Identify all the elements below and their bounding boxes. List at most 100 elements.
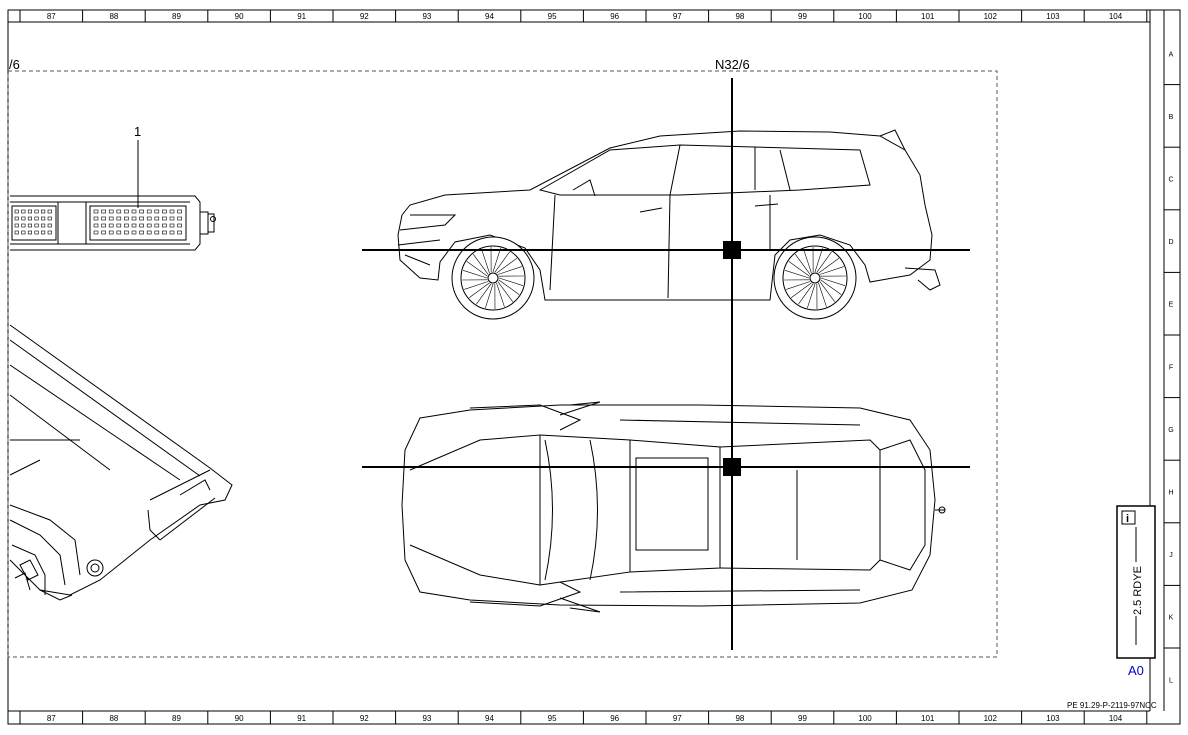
connector-pin <box>154 223 160 228</box>
column-label: 100 <box>858 714 872 723</box>
connector-pin <box>93 209 99 214</box>
row-label: C <box>1168 177 1173 184</box>
wheel-spoke <box>494 251 510 273</box>
connector-pin <box>41 223 46 228</box>
column-label: 104 <box>1109 714 1123 723</box>
connector-pin <box>21 209 26 214</box>
connector-pin <box>27 209 33 214</box>
wheel-spoke <box>798 283 814 305</box>
connector-pin <box>177 209 182 214</box>
connector-pin <box>116 209 122 214</box>
component-boundary <box>7 70 998 658</box>
wheel-spoke <box>816 251 832 273</box>
wheel-spoke <box>818 257 840 274</box>
connector-pin <box>108 209 114 214</box>
connector-pin <box>154 216 160 221</box>
control-unit-housing <box>9 324 233 601</box>
row-label: A <box>1169 51 1174 58</box>
connector-pin <box>154 209 160 214</box>
connector-pin <box>139 209 144 214</box>
connector-pin <box>41 230 46 235</box>
info-icon: i <box>1121 510 1136 525</box>
wheel-spoke <box>476 283 492 305</box>
connector-pin <box>101 209 106 214</box>
connector-pin <box>139 230 144 235</box>
column-label: 102 <box>984 12 998 21</box>
connector-pin <box>34 216 39 221</box>
connector-pin <box>124 216 129 221</box>
wheel-spoke <box>819 266 844 275</box>
wheel-spoke <box>497 266 522 275</box>
connector-pin <box>124 209 129 214</box>
column-label: 101 <box>921 12 935 21</box>
column-label: 103 <box>1046 714 1060 723</box>
wheel-spoke <box>466 261 488 277</box>
wheel-spoke <box>818 282 827 307</box>
wheel-spoke <box>472 253 489 275</box>
column-label: 92 <box>360 714 369 723</box>
connector-pin <box>101 216 106 221</box>
connector-pin <box>93 216 99 221</box>
column-label: 99 <box>798 714 807 723</box>
document-code: PE 91.29-P-2119-97NCC <box>1067 701 1157 710</box>
wheel-spoke <box>807 283 816 309</box>
wheel-rim <box>460 245 526 311</box>
location-code: A0 <box>1128 663 1144 678</box>
wheel-hub <box>809 272 821 284</box>
row-label: J <box>1169 552 1173 559</box>
connector-pin <box>116 230 122 235</box>
connector-pin <box>139 216 144 221</box>
connector-pin <box>47 216 52 221</box>
column-label: 98 <box>735 12 744 21</box>
connector-pin <box>27 230 33 235</box>
column-label: 102 <box>984 714 998 723</box>
column-label: 88 <box>109 12 118 21</box>
column-label: 87 <box>47 12 56 21</box>
column-label: 94 <box>485 714 494 723</box>
connector-pin <box>27 216 33 221</box>
wheel-spoke <box>481 249 490 274</box>
connector-pin <box>21 216 26 221</box>
location-marker-top <box>723 458 741 476</box>
row-label: G <box>1168 427 1173 434</box>
row-label: B <box>1169 114 1174 121</box>
connector-pin <box>47 209 52 214</box>
row-label: F <box>1169 364 1173 371</box>
column-label: 101 <box>921 714 935 723</box>
connector-pin <box>146 223 152 228</box>
wheel-hub <box>487 272 499 284</box>
column-label: 98 <box>735 714 744 723</box>
column-label: 91 <box>297 12 306 21</box>
column-label: 90 <box>235 714 244 723</box>
connector-pin <box>124 223 129 228</box>
connector-pin <box>162 223 167 228</box>
vehicle-top-view <box>401 401 946 613</box>
connector-pin <box>169 223 175 228</box>
column-label: 96 <box>610 714 619 723</box>
column-label: 104 <box>1109 12 1123 21</box>
connector-pin <box>131 216 137 221</box>
connector-pin <box>41 209 46 214</box>
wheel-spoke <box>498 277 524 286</box>
connector-pin <box>124 230 129 235</box>
connector-pin <box>14 209 19 214</box>
connector-pin <box>14 223 19 228</box>
wheel-spoke <box>485 283 494 309</box>
wire-label: 2.5 RDYE <box>1132 566 1144 615</box>
connector-pin <box>34 209 39 214</box>
connector-pin <box>21 223 26 228</box>
connector-pin <box>146 216 152 221</box>
wheel-rim <box>782 245 848 311</box>
row-label: E <box>1169 302 1174 309</box>
connector-callout-number: 1 <box>134 124 141 139</box>
connector-pin <box>14 230 19 235</box>
row-label: D <box>1168 239 1173 246</box>
wheel-spoke <box>497 281 514 303</box>
column-label: 100 <box>858 12 872 21</box>
connector-pin <box>47 230 52 235</box>
connector-pin <box>162 209 167 214</box>
partial-component-label: /6 <box>9 57 20 72</box>
